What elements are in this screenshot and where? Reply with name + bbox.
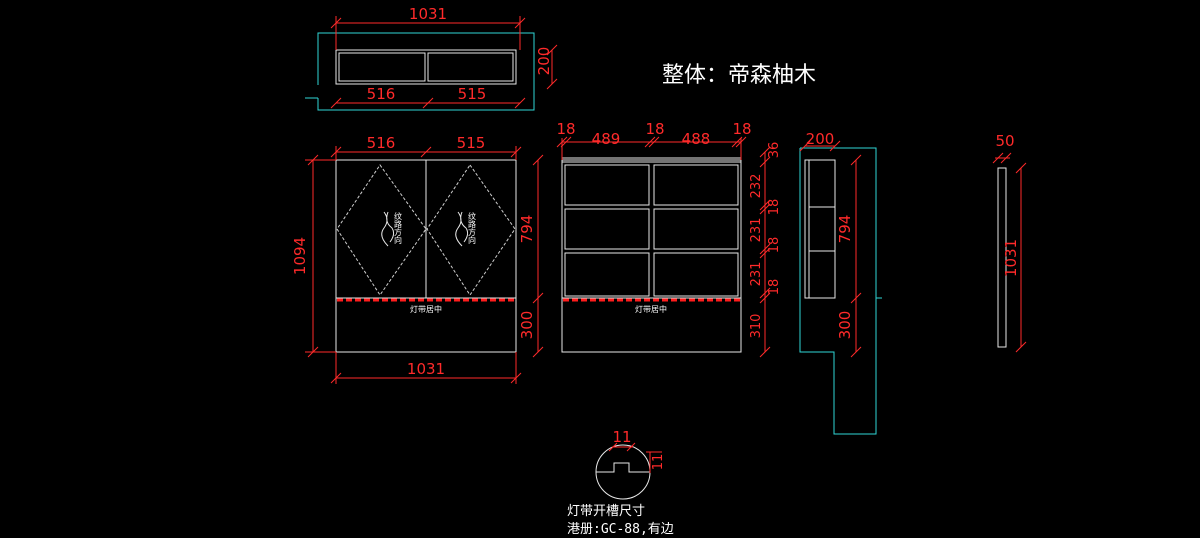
- drawing-title: 整体：帝森柚木: [662, 63, 816, 88]
- groove-profile: [596, 462, 650, 473]
- side-view: 200 794 300: [799, 130, 882, 435]
- door-height-dim: 1031: [1002, 239, 1020, 277]
- top-view-outline: [317, 32, 535, 111]
- side-view-outline: [799, 147, 877, 435]
- inner-bay-right-dim: 488: [682, 130, 711, 148]
- inner-board3-dim: 18: [767, 279, 782, 296]
- left-door-diamond: [336, 164, 427, 296]
- grain-left-icon: [381, 211, 395, 247]
- door-thickness-dim: 50: [995, 132, 1014, 150]
- groove-caption: 灯带开槽尺寸: [567, 504, 645, 519]
- inner-board1-dim: 18: [767, 199, 782, 216]
- side-bottom-dim: 300: [836, 311, 854, 340]
- side-depth-dim: 200: [806, 130, 835, 148]
- inner-top-gap-dim: 36: [767, 142, 782, 159]
- top-depth-dim: 200: [535, 47, 553, 76]
- front-left-dim: 516: [367, 134, 396, 152]
- groove-width-dim: 11: [612, 428, 631, 446]
- front-cabinet-dim: 794: [518, 215, 536, 244]
- inner-bay-left-dim: 489: [592, 130, 621, 148]
- door-panel: [997, 167, 1007, 348]
- inner-board-mid-dim: 18: [645, 120, 664, 138]
- inner-board2-dim: 18: [767, 237, 782, 254]
- top-right-dim: 515: [458, 85, 487, 103]
- front-bottom-width-dim: 1031: [407, 360, 445, 378]
- side-cabinet-dim: 794: [836, 215, 854, 244]
- grain-left-label: 纹路方向: [394, 211, 403, 244]
- inner-board-right-dim: 18: [732, 120, 751, 138]
- top-left-dim: 516: [367, 85, 396, 103]
- led-note-front: 灯带居中: [410, 304, 442, 314]
- right-door-diamond: [426, 164, 516, 296]
- front-view: 纹路方向 纹路方向 灯带居中 516 515 1094 794 300 1031: [291, 134, 544, 384]
- grain-right-icon: [455, 211, 469, 247]
- top-view-cabinet: [335, 49, 517, 85]
- inner-outline: [561, 159, 742, 353]
- inner-shelf1-dim: 232: [749, 174, 764, 199]
- inner-view: 灯带居中 18 489 18 488 18 36 232 18 231 18 2…: [556, 120, 782, 358]
- top-view: 1031 200 516 515: [305, 5, 558, 111]
- inner-bottom-dim: 310: [749, 314, 764, 339]
- grain-right-label: 纹路方向: [468, 211, 477, 244]
- led-note-inner: 灯带居中: [635, 304, 667, 314]
- front-height-dim: 1094: [291, 237, 309, 275]
- front-right-dim: 515: [457, 134, 486, 152]
- front-bottom-dim: 300: [518, 311, 536, 340]
- inner-shelf2-dim: 231: [749, 218, 764, 243]
- top-width-dim: 1031: [409, 5, 447, 23]
- groove-detail: 11 11 灯带开槽尺寸 港册:GC-88,有边: [567, 428, 674, 537]
- inner-shelf3-dim: 231: [749, 262, 764, 287]
- groove-depth-dim: 11: [651, 454, 666, 471]
- side-cabinet: [804, 159, 836, 299]
- groove-spec: 港册:GC-88,有边: [567, 522, 674, 537]
- inner-board-left-dim: 18: [556, 120, 575, 138]
- door-view: 50 1031: [992, 132, 1027, 353]
